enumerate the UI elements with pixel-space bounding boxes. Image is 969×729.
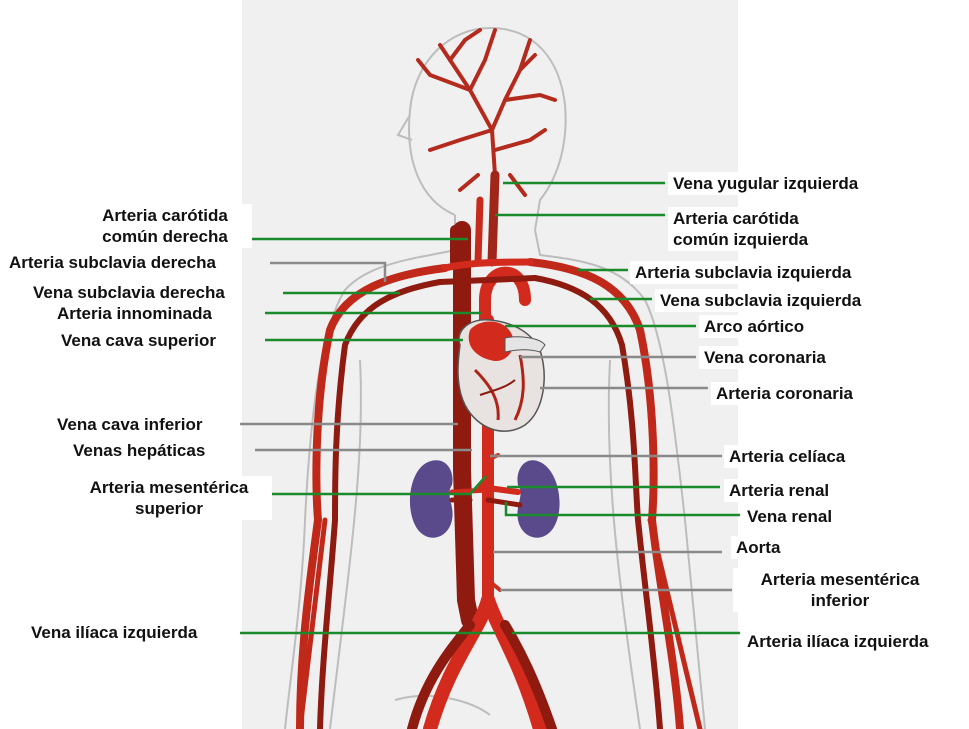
label-line-1: Arteria carótida: [83, 205, 247, 226]
label-line-2: común derecha: [83, 226, 247, 247]
label-arco-aortico: Arco aórtico: [699, 315, 809, 338]
label-line-2: inferior: [738, 590, 942, 611]
label-line-1: Arteria mesentérica: [738, 569, 942, 590]
label-arteria-celiaca: Arteria celíaca: [724, 445, 850, 468]
label-aorta: Aorta: [731, 536, 785, 559]
label-line-1: Arteria carótida: [673, 208, 808, 229]
label-arteria-subclavia-derecha: Arteria subclavia derecha: [4, 251, 221, 274]
label-vena-subclavia-izquierda: Vena subclavia izquierda: [655, 289, 866, 312]
label-vena-coronaria: Vena coronaria: [699, 346, 831, 369]
label-arteria-carotida-comun-derecha: Arteria carótida común derecha: [78, 204, 252, 248]
label-line-2: superior: [71, 498, 267, 519]
label-vena-renal: Vena renal: [742, 505, 837, 528]
label-arteria-innominada: Arteria innominada: [52, 302, 217, 325]
label-venas-hepaticas: Venas hepáticas: [68, 439, 210, 462]
label-vena-yugular-izquierda: Vena yugular izquierda: [668, 172, 863, 195]
label-arteria-mesenterica-inferior: Arteria mesentérica inferior: [733, 568, 947, 612]
label-arteria-subclavia-izquierda: Arteria subclavia izquierda: [630, 261, 856, 284]
label-vena-cava-inferior: Vena cava inferior: [52, 413, 208, 436]
label-arteria-renal: Arteria renal: [724, 479, 834, 502]
label-line-2: común izquierda: [673, 229, 808, 250]
label-vena-subclavia-derecha: Vena subclavia derecha: [28, 281, 230, 304]
label-arteria-carotida-comun-izquierda: Arteria carótida común izquierda: [668, 207, 813, 251]
label-line-1: Arteria mesentérica: [71, 477, 267, 498]
label-arteria-mesenterica-superior: Arteria mesentérica superior: [66, 476, 272, 520]
label-arteria-coronaria: Arteria coronaria: [711, 382, 858, 405]
label-arteria-iliaca-izquierda: Arteria ilíaca izquierda: [742, 630, 933, 653]
label-vena-cava-superior: Vena cava superior: [56, 329, 221, 352]
label-vena-iliaca-izquierda: Vena ilíaca izquierda: [26, 621, 202, 644]
